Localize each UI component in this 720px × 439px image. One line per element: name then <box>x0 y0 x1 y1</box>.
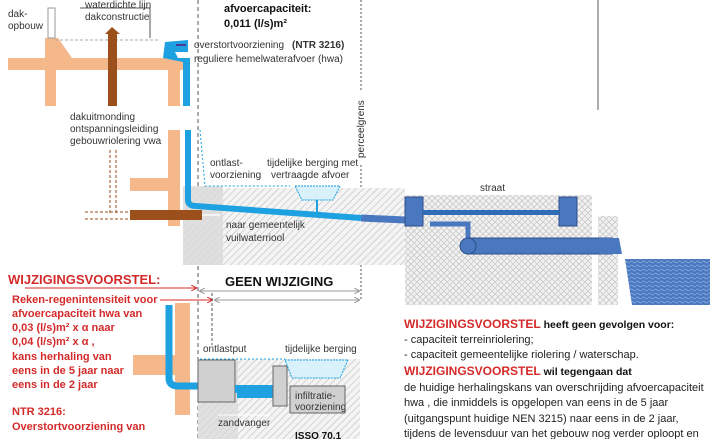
proposal-line: 0,04 (l/s)m² x α , <box>12 336 95 348</box>
paragraph-line: (uitgangspunt huidige NEN 3215) naar een… <box>404 413 679 425</box>
label-vertraagd: vertraagde afvoer <box>271 170 350 181</box>
label-dakuitmonding: dakuitmonding <box>70 112 135 123</box>
zandvanger-box <box>272 365 288 407</box>
afvoer-title: afvoercapaciteit: <box>224 3 311 15</box>
list-item: - capaciteit terreinriolering; <box>404 334 534 346</box>
vuilwater-pipe <box>130 210 202 220</box>
pipe-seg <box>237 390 273 398</box>
parapet <box>45 38 72 58</box>
label-isso: ISSO 70.1 <box>295 431 342 439</box>
wall-left <box>45 58 56 106</box>
proposal-line: Reken-regenintensiteit voor <box>12 294 158 306</box>
roof-upstand <box>47 7 56 39</box>
wall-bottom <box>175 303 190 415</box>
proposal-line: afvoercapaciteit hwa van <box>12 308 143 320</box>
paragraph-line: tijdens de levensduur van het gebouw nog… <box>404 428 699 439</box>
surface-water <box>625 259 710 305</box>
hwa-pipe <box>163 40 190 106</box>
outfall-pipe <box>599 238 622 254</box>
label-overstort: overstortvoorziening(NTR 3216) <box>194 40 344 51</box>
proposal-line: kans herhaling van <box>12 351 112 363</box>
gully-left <box>404 196 424 227</box>
paragraph-line: hwa , die inmiddels is opgelopen van een… <box>404 397 669 409</box>
label-ontlast: ontlast- <box>210 158 243 169</box>
paragraph-line: de huidige herhalingskans van overschrij… <box>404 382 704 394</box>
label-straat: straat <box>480 183 505 194</box>
label-berging: tijdelijke berging met <box>267 158 358 169</box>
label-infiltratie-voorziening: voorziening <box>295 402 346 413</box>
wall-middle <box>168 130 180 226</box>
ntr-line: Overstortvoorziening van <box>12 421 146 433</box>
label-hwa: reguliere hemelwaterafvoer (hwa) <box>194 54 343 65</box>
label-gebouwriolering: gebouwriolering vwa <box>70 136 162 147</box>
hwa-pipe-bottom <box>165 305 198 390</box>
label-voorziening: voorziening <box>210 170 261 181</box>
label-waterdichte-lijn: waterdichte lijn <box>84 0 151 11</box>
lateral-pipe <box>430 221 471 240</box>
roof-section <box>8 7 190 106</box>
label-perceelgrens: perceelgrens <box>356 100 367 158</box>
label-opbouw: opbouw <box>8 21 44 32</box>
heading-gevolgen: WIJZIGINGSVOORSTEL heeft geen gevolgen v… <box>404 317 674 331</box>
ground-section <box>85 129 406 265</box>
floor-middle <box>130 178 168 191</box>
vent-cap <box>105 27 120 34</box>
label-infiltratie: infiltratie- <box>295 391 336 402</box>
proposal-line: eens in de 2 jaar <box>12 379 98 391</box>
wall-right <box>168 58 180 106</box>
label-ontlastput: ontlastput <box>203 344 247 355</box>
label-tijdelijke-berging: tijdelijke berging <box>285 344 357 355</box>
geen-wijziging: GEEN WIJZIGING <box>225 274 333 289</box>
gully-right <box>558 196 578 227</box>
right-text: WIJZIGINGSVOORSTEL heeft geen gevolgen v… <box>404 317 704 439</box>
label-gemeentelijk: naar gemeentelijk <box>226 220 306 231</box>
bottom-section <box>133 303 360 439</box>
hwa-pipe-middle <box>185 130 362 221</box>
label-ontspanningsleiding: ontspanningsleiding <box>70 124 158 135</box>
street-section <box>404 195 710 305</box>
connection-pipe <box>360 214 406 224</box>
pipe-seg <box>235 385 273 393</box>
street-drain <box>423 210 559 215</box>
label-dakconstructie: dakconstructie <box>85 12 150 23</box>
proposal-line: 0,03 (l/s)m² x α naar <box>12 322 115 334</box>
bottom-basin <box>284 359 349 379</box>
ontlastput-box <box>197 359 236 403</box>
proposal-title: WIJZIGINGSVOORSTEL: <box>8 272 160 287</box>
vent-pipe <box>108 34 117 106</box>
proposal-text: Reken-regenintensiteit voor afvoercapaci… <box>12 294 158 433</box>
ntr-line: NTR 3216: <box>12 406 66 418</box>
proposal-line: eens in de 5 jaar naar <box>12 365 125 377</box>
afvoer-value: 0,011 (l/s)m² <box>224 18 287 30</box>
label-zandvanger: zandvanger <box>218 418 271 429</box>
infiltratie-box <box>289 385 346 414</box>
main-sewer <box>467 237 613 255</box>
overflow-dashed <box>199 129 290 187</box>
heading-tegengaan: WIJZIGINGSVOORSTEL wil tegengaan dat <box>404 364 632 378</box>
sewer-section <box>459 237 477 255</box>
label-vuilwaterriool: vuilwaterriool <box>226 233 284 244</box>
label-dak: dak- <box>8 9 27 20</box>
street-ground-2 <box>598 216 618 305</box>
floor-bottom <box>133 355 175 375</box>
roof-slab <box>8 58 190 70</box>
list-item: - capaciteit gemeentelijke riolering / w… <box>404 349 639 361</box>
berging-basin <box>294 185 341 201</box>
